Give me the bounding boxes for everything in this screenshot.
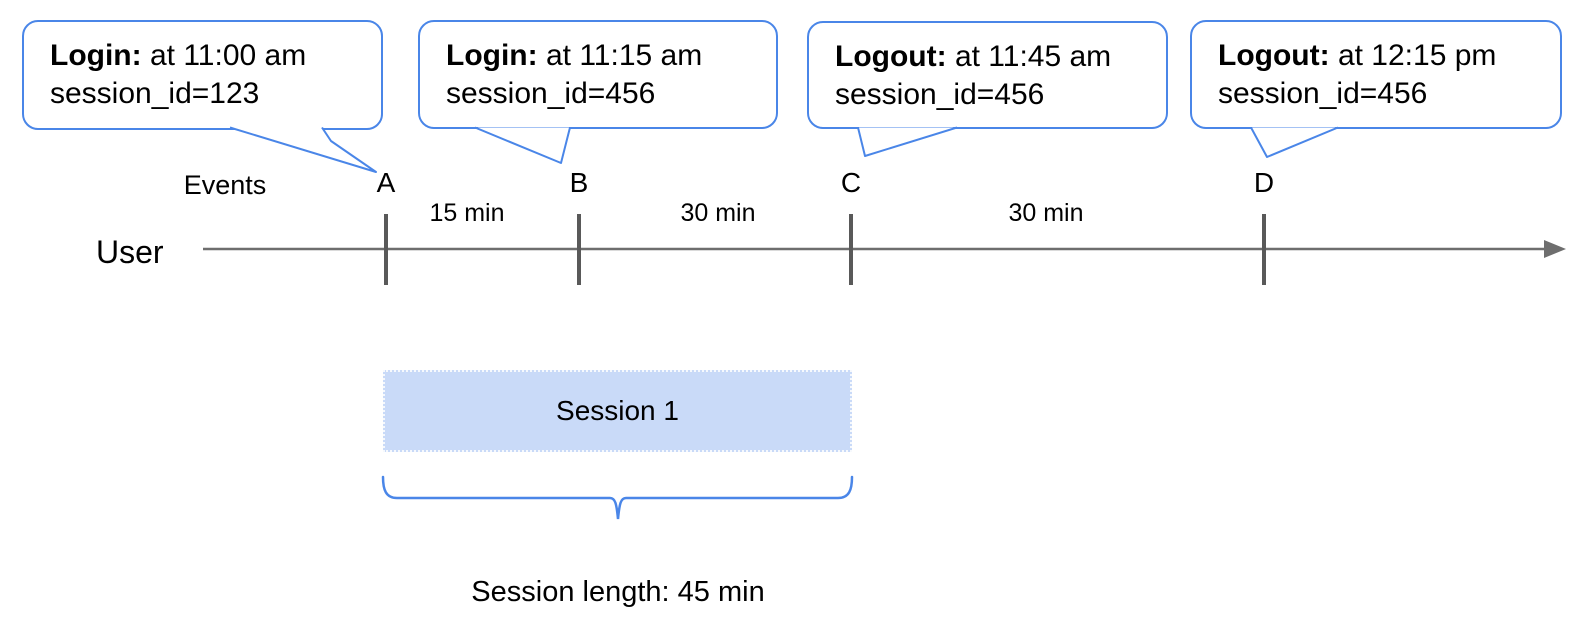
callout-logout-d: Logout: at 12:15 pm session_id=456 <box>1190 20 1562 129</box>
callout-login-b: Login: at 11:15 am session_id=456 <box>418 20 778 129</box>
interval-b-c-label: 30 min <box>680 199 756 227</box>
timeline-arrowhead-icon <box>1544 240 1566 258</box>
callout-line1: Logout: at 11:45 am <box>835 38 1158 76</box>
event-letter-d: D <box>1253 167 1275 198</box>
event-type-label: Login: <box>446 39 538 72</box>
callout-line2: session_id=456 <box>1218 77 1428 110</box>
event-time-text: at 11:45 am <box>954 40 1112 73</box>
event-type-label: Login: <box>50 39 142 72</box>
callout-tail-b-icon <box>474 126 571 164</box>
callout-line1: Login: at 11:00 am <box>50 37 373 75</box>
callout-tail-a-icon <box>229 126 377 173</box>
callout-login-a: Login: at 11:00 am session_id=123 <box>22 20 383 130</box>
callout-tail-d-icon <box>1250 126 1339 158</box>
callout-line2: session_id=456 <box>446 77 656 110</box>
session-1-label: Session 1 <box>556 395 679 426</box>
event-type-label: Logout: <box>1218 39 1330 72</box>
callout-line2: session_id=123 <box>50 77 260 110</box>
callout-tail-c-icon <box>857 126 958 157</box>
interval-c-d-label: 30 min <box>1008 199 1084 227</box>
event-type-label: Logout: <box>835 40 947 73</box>
event-letter-a: A <box>376 167 396 198</box>
callout-line1: Login: at 11:15 am <box>446 37 768 75</box>
event-time-text: at 11:15 am <box>545 39 703 72</box>
interval-a-b-label: 15 min <box>429 199 505 227</box>
callout-line2: session_id=456 <box>835 78 1045 111</box>
events-label: Events <box>183 170 267 200</box>
event-letter-c: C <box>840 167 862 198</box>
event-letter-b: B <box>569 167 589 198</box>
callout-logout-c: Logout: at 11:45 am session_id=456 <box>807 21 1168 129</box>
session-length-brace-icon <box>381 475 854 520</box>
session-length-label: Session length: 45 min <box>471 576 765 608</box>
user-axis-label: User <box>96 234 164 270</box>
callout-line1: Logout: at 12:15 pm <box>1218 37 1552 75</box>
event-time-text: at 12:15 pm <box>1337 39 1497 72</box>
event-time-text: at 11:00 am <box>149 39 307 72</box>
session-1-box: Session 1 <box>383 370 852 452</box>
